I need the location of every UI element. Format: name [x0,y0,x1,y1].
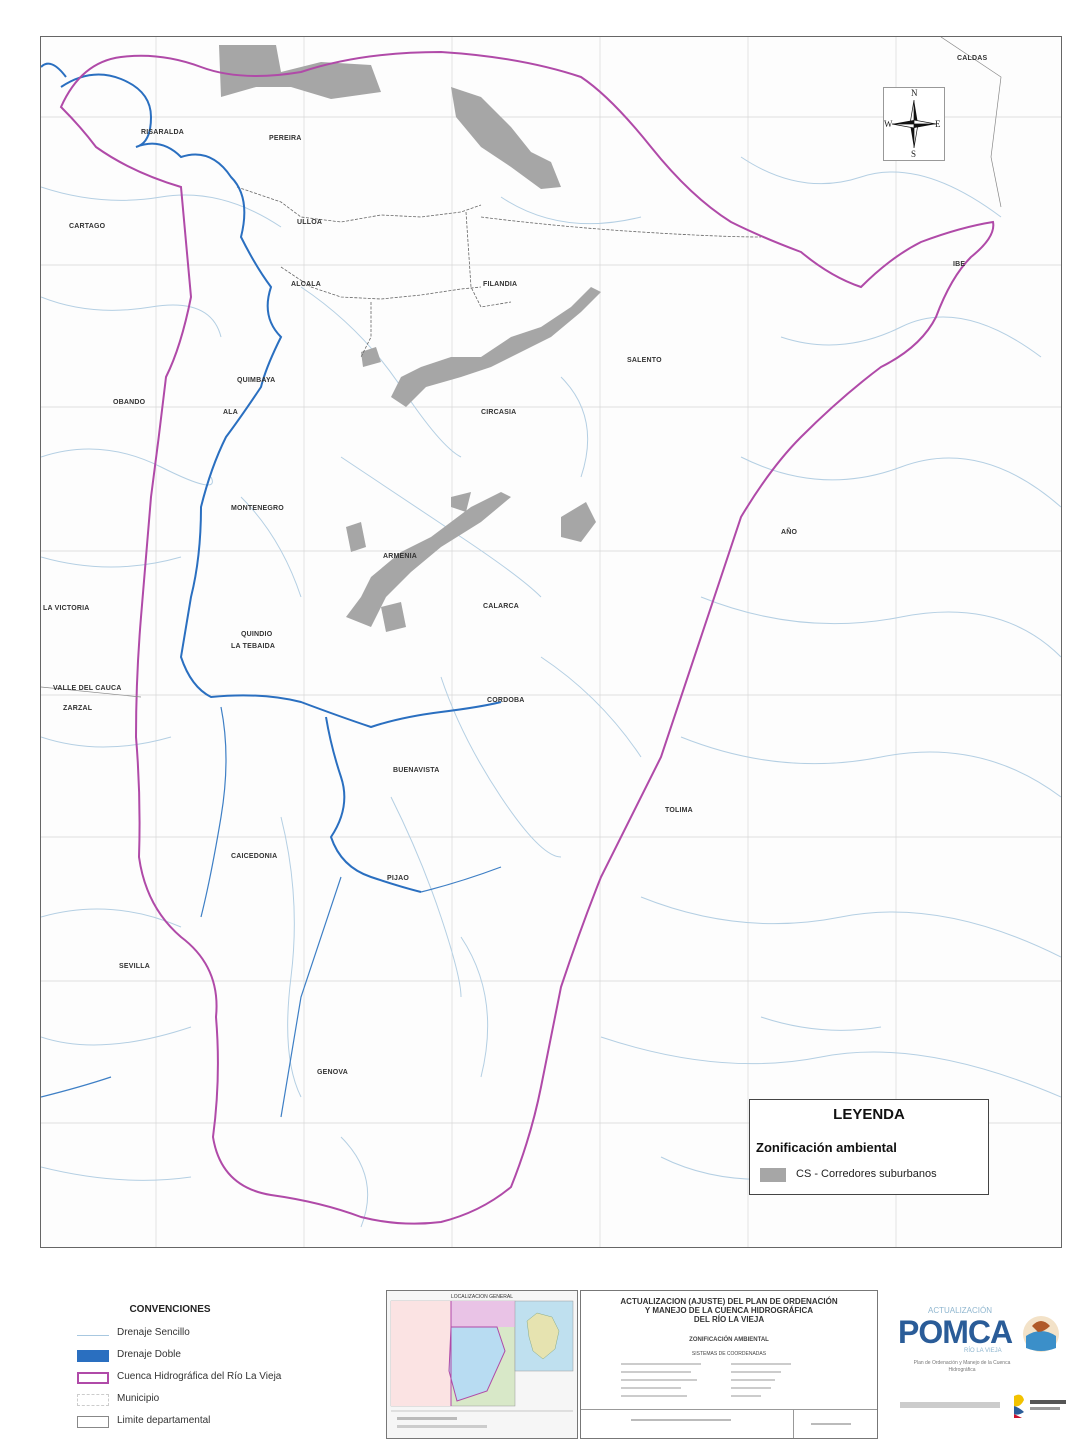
municipality-label: BUENAVISTA [393,767,440,774]
municipality-label: CARTAGO [69,223,106,230]
title-block-heading: ACTUALIZACION (AJUSTE) DEL PLAN DE ORDEN… [581,1297,877,1324]
compass-west: W [884,119,893,129]
partner-logos [900,1402,1000,1408]
map-canvas[interactable] [41,37,1061,1247]
convention-label: Limite departamental [117,1415,211,1426]
municipality-label: AÑO [781,529,798,536]
coordinate-system-label: SISTEMAS DE COORDENADAS [691,1351,767,1357]
logo-sub-text: RÍO LA VIEJA [964,1348,1002,1354]
metadata-line [621,1363,701,1365]
metadata-line [731,1395,761,1397]
divider [581,1409,877,1410]
municipality-label: ALA [223,409,238,416]
map-frame[interactable]: CALDAS PEREIRA RISARALDA CARTAGO ULLOA A… [40,36,1062,1248]
double-drainage-rivers [41,62,502,893]
title-block: ACTUALIZACION (AJUSTE) DEL PLAN DE ORDEN… [580,1290,878,1439]
municipality-label: CALARCA [483,603,520,610]
single-drainage-branches [41,706,502,1118]
municipality-label: ARMENIA [383,553,418,560]
government-logo-icon [1014,1394,1066,1418]
coordinate-grid [41,37,1061,1247]
municipality-label: GENOVA [317,1069,349,1076]
municipality-label: RISARALDA [141,129,185,136]
title-block-subtitle: ZONIFICACIÓN AMBIENTAL [689,1337,769,1343]
municipality-label: CORDOBA [487,697,525,704]
legend-item-label: CS - Corredores suburbanos [796,1168,937,1180]
department-limits [41,37,1002,698]
municipality-label: IBE [953,261,966,268]
department-limit-swatch [77,1416,109,1428]
compass-south: S [911,149,917,159]
compass-east: E [935,119,941,129]
municipality-label: CALDAS [957,55,988,62]
metadata-line [621,1395,687,1397]
municipality-label: LA TEBAIDA [231,643,276,650]
suburban-corridor-zones[interactable] [219,45,601,632]
title-line-3: DEL RÍO LA VIEJA [693,1315,765,1324]
metadata-line [621,1387,681,1389]
legend-subtitle: Zonificación ambiental [756,1140,897,1155]
location-inset-map: LOCALIZACION GENERAL [386,1290,578,1439]
metadata-line [731,1371,781,1373]
basin-boundary-rio-la-vieja[interactable] [59,50,995,1225]
work-scale [811,1423,851,1425]
double-drainage-swatch [77,1350,109,1362]
metadata-line [731,1387,771,1389]
metadata-line [731,1379,775,1381]
metadata-line [621,1371,691,1373]
single-drainage-network [41,156,1061,1228]
convention-label: Municipio [117,1393,160,1404]
basin-boundary-swatch [77,1372,109,1384]
municipal-limits [236,186,762,358]
logo-small-text: ACTUALIZACIÓN [928,1306,993,1315]
municipality-label: CIRCASIA [481,409,517,416]
municipality-label: ULLOA [297,219,323,226]
convention-label: Drenaje Sencillo [117,1327,190,1338]
municipality-label: TOLIMA [665,807,693,814]
map-legend: LEYENDA Zonificación ambiental CS - Corr… [749,1099,989,1195]
municipality-label: PEREIRA [269,135,302,142]
conventions-title: CONVENCIONES [129,1304,211,1315]
municipality-label: MONTENEGRO [231,505,284,512]
river-emblem-icon [1023,1316,1059,1352]
municipality-label: SALENTO [627,357,662,364]
municipality-label: QUINDIO [241,631,273,638]
scale-bar [631,1419,731,1421]
north-arrow-compass: N S E W [883,87,945,161]
single-drainage-swatch [77,1329,109,1336]
title-line-1: ACTUALIZACION (AJUSTE) DEL PLAN DE ORDEN… [620,1297,838,1306]
inset-title: LOCALIZACION GENERAL [451,1294,513,1300]
compass-rose-icon [891,99,937,149]
municipality-label: VALLE DEL CAUCA [53,685,122,692]
municipality-label: ZARZAL [63,705,93,712]
municipality-label: ALCALA [291,281,321,288]
pomca-logo-block: ACTUALIZACIÓN POMCA RÍO LA VIEJA Plan de… [880,1290,1076,1437]
municipality-label: LA VICTORIA [43,605,90,612]
municipality-label: FILANDIA [483,281,518,288]
divider [793,1409,794,1438]
pomca-logo: POMCA [898,1314,1013,1350]
convention-label: Drenaje Doble [117,1349,181,1360]
inset-map-graphic [390,1300,574,1428]
municipality-label: PIJAO [387,875,410,882]
municipality-label: SEVILLA [119,963,150,970]
logo-description: Plan de Ordenación y Manejo de la Cuenca… [913,1360,1011,1373]
compass-north: N [911,88,918,98]
legend-swatch-suburban [760,1168,786,1182]
municipality-swatch [77,1394,109,1406]
convention-label: Cuenca Hidrográfica del Río La Vieja [117,1371,282,1382]
legend-title: LEYENDA [833,1106,905,1123]
municipality-label: CAICEDONIA [231,853,278,860]
municipality-label: QUIMBAYA [237,377,276,384]
metadata-line [621,1379,697,1381]
municipality-label: OBANDO [113,399,146,406]
metadata-line [731,1363,791,1365]
title-line-2: Y MANEJO DE LA CUENCA HIDROGRÁFICA [644,1306,814,1315]
